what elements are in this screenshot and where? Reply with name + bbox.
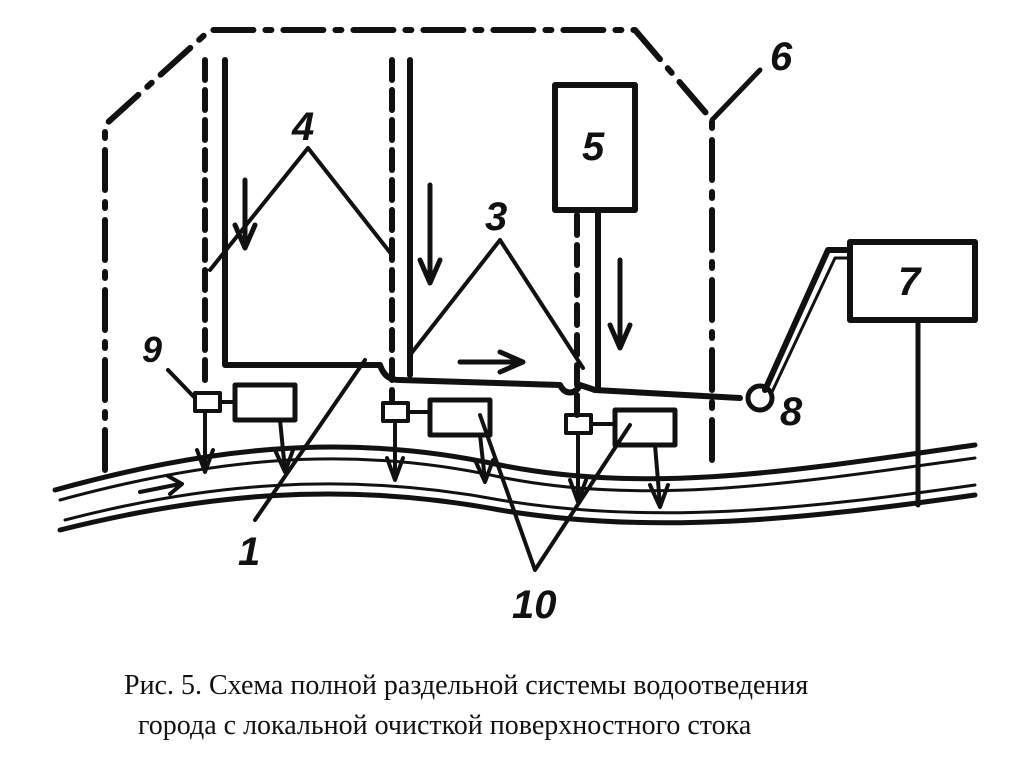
unit-10-middle	[427, 397, 493, 438]
city-boundary	[102, 27, 715, 473]
figure-caption-line-2: города с локальной очисткой поверхностно…	[138, 710, 752, 741]
unit-9-middle	[381, 401, 410, 423]
river-bank-bottom	[57, 491, 978, 533]
node-8	[745, 383, 775, 413]
pipe-to-plant	[762, 247, 853, 393]
sewer-riser-left	[222, 57, 383, 368]
box-7	[847, 239, 978, 323]
sewer-system-diagram: 4 3 5 6 7 8 9 1 10	[52, 27, 978, 627]
leader-10	[478, 413, 632, 572]
flow-arrow-middle	[417, 182, 443, 286]
box-5	[552, 82, 638, 213]
label-1: 1	[238, 530, 260, 574]
leader-3	[408, 238, 585, 370]
label-9: 9	[142, 329, 162, 370]
unit-9-right	[564, 413, 593, 435]
river-flow-arrow	[138, 474, 184, 496]
pipe-to-plant-inner	[770, 256, 852, 394]
label-5: 5	[582, 125, 605, 169]
unit-links	[218, 400, 617, 426]
unit-10-left	[232, 382, 298, 423]
river-bank-bottom-inner	[63, 482, 977, 522]
leader-1	[253, 358, 367, 522]
label-6: 6	[770, 35, 793, 79]
unit-9-left	[193, 391, 222, 413]
leader-9	[166, 368, 197, 400]
label-7: 7	[898, 260, 922, 304]
leader-4	[208, 146, 394, 272]
flow-arrow-right	[607, 257, 633, 351]
unit-10-right	[612, 407, 678, 448]
leader-6	[709, 67, 763, 123]
figure-caption-line-1: Рис. 5. Схема полной раздельной системы …	[124, 670, 809, 701]
river-bank-top	[52, 442, 978, 493]
flow-arrow-collector	[457, 349, 526, 375]
label-10: 10	[512, 583, 557, 627]
label-4: 4	[291, 105, 314, 149]
sewer-main-collector	[377, 362, 743, 401]
label-8: 8	[780, 390, 803, 434]
label-3: 3	[485, 195, 507, 239]
